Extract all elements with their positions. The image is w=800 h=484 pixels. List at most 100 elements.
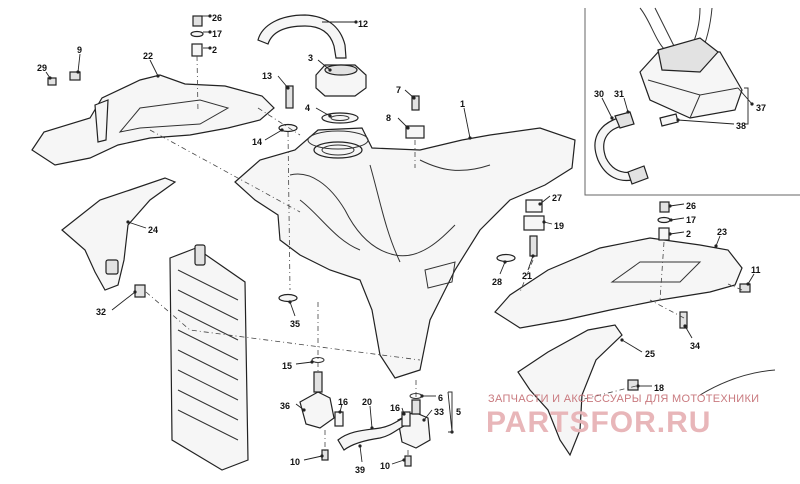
align-line-4 — [287, 131, 291, 291]
align-line-14 — [727, 283, 743, 291]
bracket-37 — [744, 87, 749, 125]
tank-shell — [234, 127, 576, 379]
callout-number-c17b: 17 — [686, 215, 696, 225]
callout-number-c18: 18 — [654, 383, 664, 393]
callout-number-c19: 19 — [554, 221, 564, 231]
callout-dot-c9 — [76, 70, 80, 74]
callout-leader-c21 — [527, 255, 534, 271]
callout-leader-c25 — [621, 339, 643, 353]
callout-number-c26b: 26 — [686, 201, 696, 211]
grommet-2-left — [191, 43, 203, 57]
callout-dot-c10b — [402, 458, 406, 462]
align-line-7 — [659, 241, 665, 301]
callout-leader-c2b — [669, 231, 685, 235]
callout-dot-c25 — [620, 338, 624, 342]
callout-dot-c19 — [542, 220, 546, 224]
callout-number-c20: 20 — [362, 397, 372, 407]
callout-number-c14: 14 — [252, 137, 262, 147]
callout-number-c12: 12 — [358, 19, 368, 29]
bracket-5 — [448, 391, 453, 433]
align-line-2 — [257, 107, 301, 136]
callout-leader-c26b — [669, 203, 685, 207]
callout-number-c32: 32 — [96, 307, 106, 317]
inset-frame — [584, 8, 800, 196]
callout-number-c4: 4 — [305, 103, 310, 113]
align-line-6 — [519, 259, 534, 293]
align-line-1 — [149, 129, 301, 213]
callout-dot-c6 — [420, 394, 424, 398]
callout-number-c6: 6 — [438, 393, 443, 403]
clip-32 — [134, 284, 146, 298]
inset-fuel-pump-detail — [584, 7, 800, 196]
callout-dot-c14 — [280, 128, 284, 132]
callout-leader-c15 — [295, 361, 313, 365]
hose-clamp-31 — [614, 111, 635, 129]
tap-spigot-right — [411, 399, 421, 415]
callout-dot-c38 — [676, 118, 680, 122]
bolt-26-left — [192, 15, 203, 27]
align-line-12 — [579, 385, 637, 401]
radiator-shroud-left — [61, 177, 177, 291]
callout-leader-c10b — [391, 459, 405, 465]
callout-leader-c38 — [677, 119, 735, 125]
callout-dot-c10a — [320, 454, 324, 458]
callout-number-c1: 1 — [460, 99, 465, 109]
watermark: ЗАПЧАСТИ И АКСЕССУАРЫ ДЛЯ МОТОТЕХНИКИ PA… — [486, 393, 759, 439]
quick-connector — [627, 165, 649, 185]
callout-number-c8: 8 — [386, 113, 391, 123]
washer-17-left — [190, 30, 204, 38]
pump-wires — [639, 7, 713, 56]
callout-leader-c11 — [747, 273, 755, 285]
callout-dot-c34 — [683, 324, 687, 328]
callout-number-c22: 22 — [143, 51, 153, 61]
callout-dot-c18 — [636, 384, 640, 388]
callout-leader-c3 — [317, 59, 331, 71]
shroud-grommet — [105, 259, 119, 275]
callout-leader-c10a — [303, 455, 323, 461]
callout-number-c36: 36 — [280, 401, 290, 411]
callout-leader-c28 — [499, 261, 506, 275]
pump-body-top — [657, 37, 719, 73]
align-line-11 — [324, 430, 409, 458]
callout-dot-c37 — [750, 102, 754, 106]
callout-number-c34: 34 — [690, 341, 700, 351]
cap-top — [324, 64, 358, 76]
callout-dot-c13 — [286, 86, 290, 90]
bolt-26-right — [659, 201, 670, 213]
callout-dot-c3 — [328, 68, 332, 72]
callout-number-c38: 38 — [736, 121, 746, 131]
side-cover-left-cutout — [118, 99, 230, 133]
callout-number-c27: 27 — [552, 193, 562, 203]
bolt-29 — [47, 77, 57, 86]
callout-number-c29: 29 — [37, 63, 47, 73]
bolt-7 — [411, 95, 420, 111]
callout-number-c11: 11 — [751, 265, 761, 275]
callout-dot-c32 — [133, 290, 137, 294]
callout-dot-c31 — [626, 110, 630, 114]
callout-leader-c24 — [127, 221, 147, 229]
bolt-18 — [627, 379, 639, 391]
radiator — [169, 244, 249, 471]
callout-dot-c4 — [328, 114, 332, 118]
callout-number-c5: 5 — [456, 407, 461, 417]
callout-dot-c1 — [468, 136, 472, 140]
callout-dot-c24 — [126, 220, 130, 224]
spacer-27 — [525, 199, 543, 213]
grommet-2-right — [658, 227, 670, 241]
bushing-19 — [523, 215, 545, 231]
callout-dot-c17a — [208, 30, 212, 34]
clamp-16-left — [334, 411, 344, 427]
cap-gasket-hole — [330, 115, 350, 121]
callout-leader-c4 — [315, 107, 331, 117]
callout-dot-c35 — [288, 300, 292, 304]
callout-dot-c17b — [669, 218, 673, 222]
fuel-cap — [315, 64, 367, 97]
callout-number-c10b: 10 — [380, 461, 390, 471]
callout-dot-c8 — [406, 126, 410, 130]
callout-number-c35: 35 — [290, 319, 300, 329]
callout-leader-c17b — [670, 217, 685, 221]
callout-number-c13: 13 — [262, 71, 272, 81]
callout-dot-c27 — [538, 202, 542, 206]
